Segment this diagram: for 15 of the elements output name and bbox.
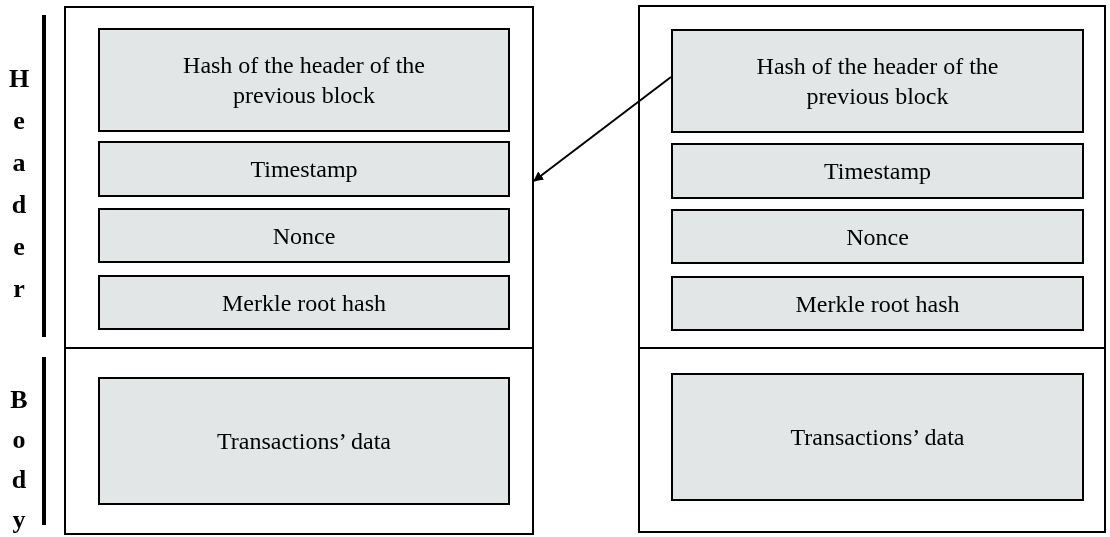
field-box: Transactions’ data [98, 377, 510, 505]
field-box: Hash of the header of the previous block [98, 28, 510, 132]
field-box: Timestamp [98, 141, 510, 197]
section-label: Header [8, 63, 30, 305]
field-box: Nonce [98, 208, 510, 263]
field-box: Transactions’ data [671, 373, 1084, 501]
block-box [638, 5, 1106, 533]
field-box: Nonce [671, 209, 1084, 264]
field-box: Merkle root hash [98, 275, 510, 330]
section-label: Body [9, 384, 29, 536]
field-box: Merkle root hash [671, 276, 1084, 331]
field-box: Hash of the header of the previous block [671, 29, 1084, 133]
block-box [64, 6, 534, 535]
field-box: Timestamp [671, 143, 1084, 199]
arrow [533, 76, 672, 182]
